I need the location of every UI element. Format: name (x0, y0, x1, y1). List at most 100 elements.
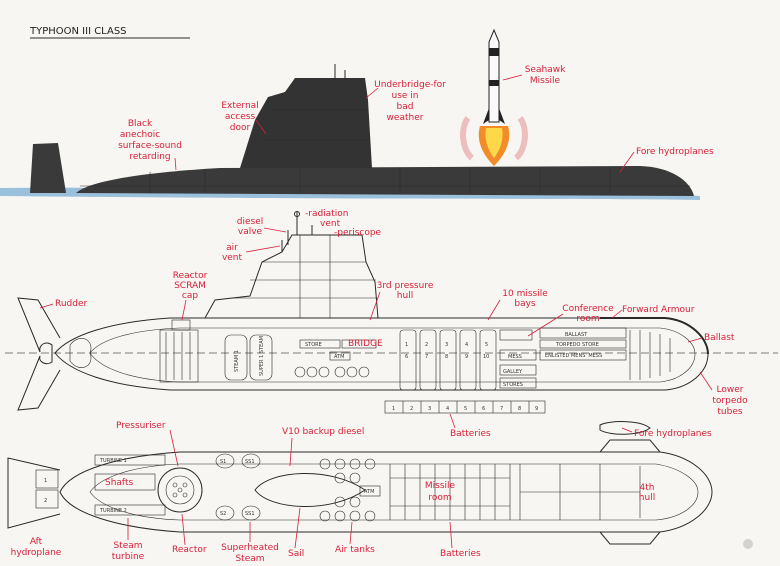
battery-number: 7 (500, 406, 503, 412)
propeller-2 (35, 489, 59, 509)
label-pressuriser: Pressuriser (116, 421, 166, 431)
label-sail: Sail (288, 549, 304, 559)
bay-number: 7 (425, 354, 428, 360)
plan-outer-hull (59, 451, 713, 533)
prop-1-label: 1 (44, 478, 47, 484)
fore-hydroplane-fin (599, 421, 651, 435)
turbine-1-label: TURBINE 1 (99, 458, 127, 464)
svg-text:SS1: SS1 (245, 459, 255, 465)
hull-panel-lines (80, 109, 690, 193)
plan-atm (359, 485, 381, 497)
section-outer-hull (54, 317, 709, 391)
battery-number: 1 (392, 406, 395, 412)
super-steam-tank (249, 334, 273, 381)
torpedo-store-label: TORPEDO STORE (555, 342, 599, 348)
label-ballast: Ballast (704, 333, 735, 343)
label-reactor: Reactor (172, 545, 207, 555)
turbine-1 (94, 454, 166, 466)
battery-number: 9 (535, 406, 538, 412)
reactor-core (157, 467, 203, 513)
paper-smudge (743, 539, 753, 549)
scram-cap (171, 319, 191, 331)
svg-text:S2: S2 (220, 511, 226, 517)
battery-row: 1 2 3 4 5 6 7 8 9 (384, 400, 546, 414)
bay-number: 5 (485, 342, 488, 348)
steam-1-tank (224, 334, 248, 381)
ballast-room-label: BALLAST (565, 332, 588, 338)
plan-air-tanks (319, 458, 376, 522)
shafts (94, 473, 156, 491)
bay-number: 9 (465, 354, 468, 360)
shafts-label: Shafts (105, 478, 133, 488)
aft-hydroplane-fin (7, 457, 61, 529)
plan-view: 1 2 TURBINE 1 TURBINE 2 Shafts S1 SS1 S2… (7, 439, 713, 545)
label-air-tanks: Air tanks (335, 545, 375, 555)
label-v10-diesel: V10 backup diesel (282, 427, 364, 437)
air-tanks-section (294, 366, 370, 378)
forward-rooms: BALLAST TORPEDO STORE ENLISTED MENS' MES… (499, 327, 671, 389)
svg-text:S1: S1 (220, 459, 226, 465)
enlisted-mess-label: ENLISTED MENS' MESS (545, 353, 602, 359)
missile-room-grid (389, 464, 511, 520)
label-rudder: Rudder (55, 299, 88, 309)
bay-number: 10 (483, 354, 489, 360)
seahawk-missile (460, 28, 528, 166)
galley-label: GALLEY (503, 369, 523, 375)
label-forward-armour: Forward Armour (622, 305, 695, 315)
bay-number: 4 (465, 342, 468, 348)
turbine-2 (94, 504, 166, 516)
label-batteries-mid: Batteries (450, 429, 491, 439)
battery-number: 5 (464, 406, 467, 412)
bay-number: 2 (425, 342, 428, 348)
exterior-rudder (30, 143, 66, 193)
diagram-title: TYPHOON III CLASS (29, 26, 127, 37)
battery-number: 4 (446, 406, 449, 412)
battery-number: 6 (482, 406, 485, 412)
plan-sail (254, 473, 366, 507)
bridge-label: BRIDGE (348, 339, 383, 349)
missile-bays: 1 2 3 4 5 6 7 8 9 10 (399, 329, 497, 391)
propeller-1 (35, 469, 59, 489)
turbine-2-label: TURBINE 2 (99, 508, 127, 514)
svg-text:SS1: SS1 (245, 511, 255, 517)
section-pressure-hull (89, 327, 696, 383)
battery-number: 3 (428, 406, 431, 412)
cross-section-view: STEAM 1 SUPER 1 STEAM STORE BRIDGE ATM 1… (5, 211, 778, 435)
battery-number: 2 (410, 406, 413, 412)
sail-decks (232, 235, 378, 318)
ballast-room (539, 327, 627, 339)
stores-label: STORES (503, 382, 523, 388)
steam-tanks: S1 SS1 S2 SS1 (215, 453, 261, 521)
bay-number: 8 (445, 354, 448, 360)
atm-label: ATM (334, 354, 344, 360)
store-room (299, 339, 341, 349)
label-fore-hydroplanes-mid: Fore hydroplanes (634, 429, 712, 439)
tail-upper-fin (17, 297, 61, 353)
store-label: STORE (305, 342, 322, 348)
forward-compartments (519, 464, 641, 520)
steam-1-label: STEAM 1 (234, 350, 240, 372)
label-fore-hydroplanes-top: Fore hydroplanes (636, 147, 714, 157)
exterior-hull (76, 166, 694, 196)
